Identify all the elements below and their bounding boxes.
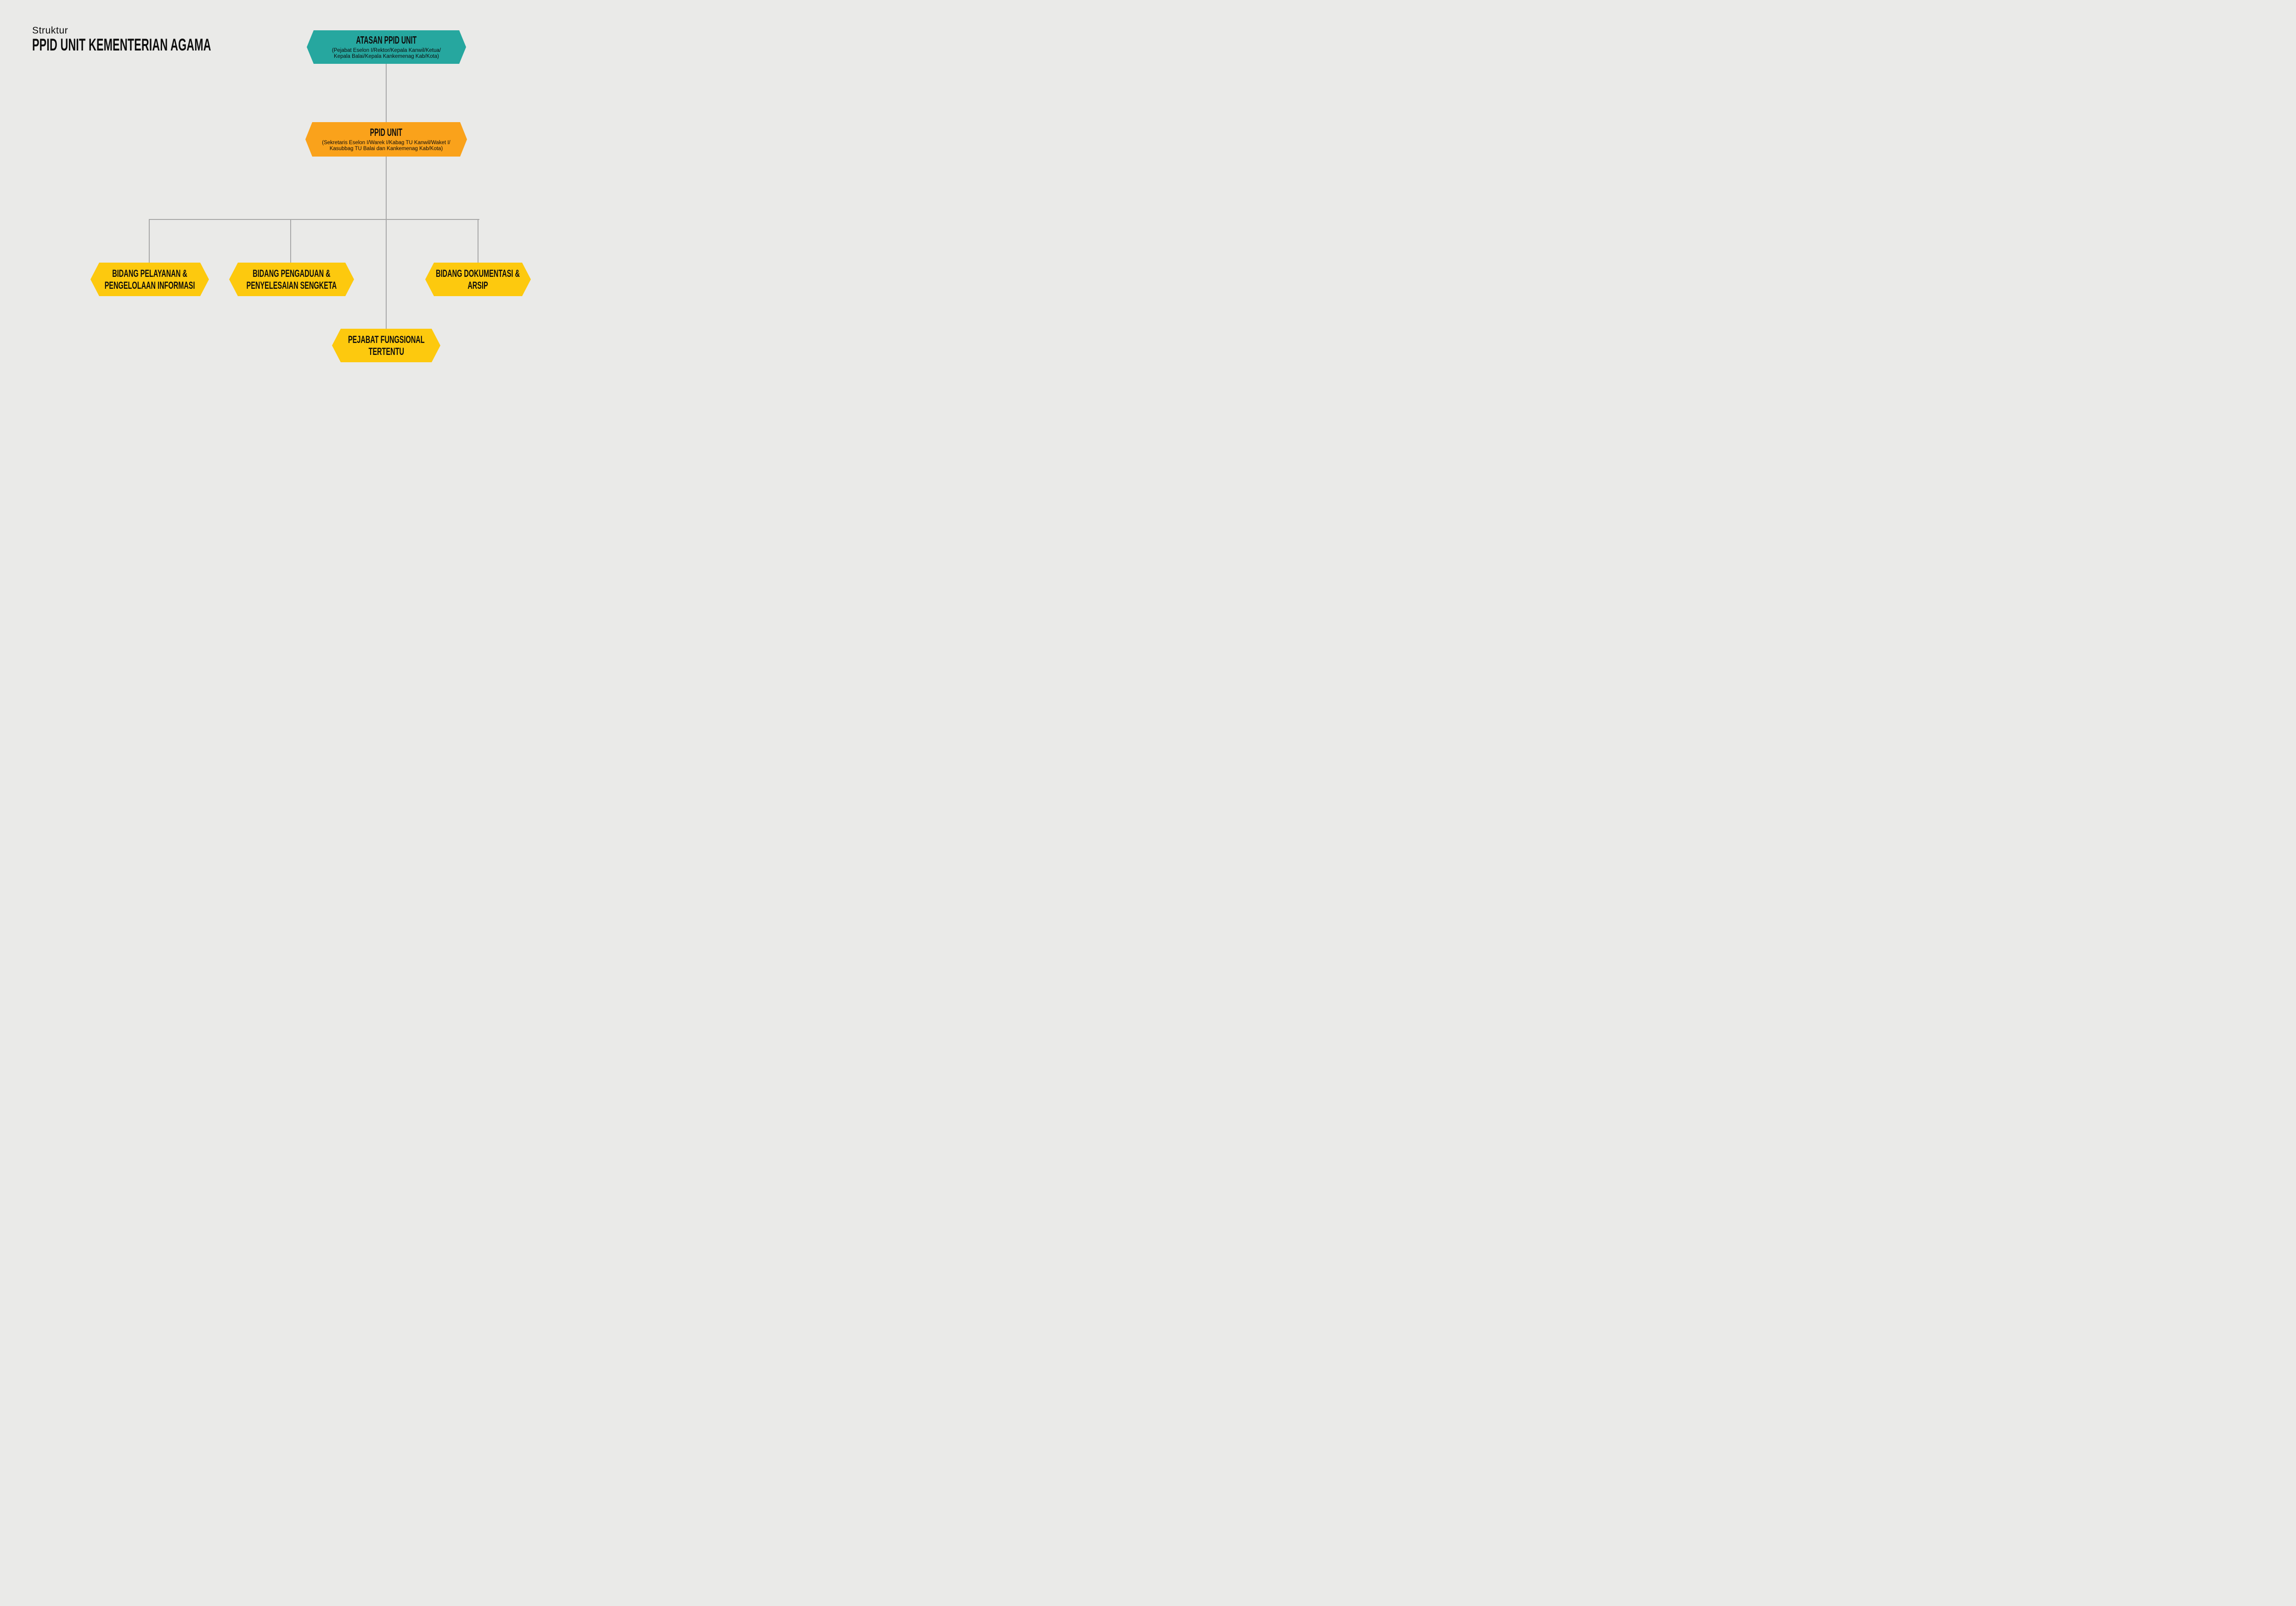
page-title-text: PPID UNIT KEMENTERIAN AGAMA	[32, 35, 211, 54]
org-chart: Struktur PPID UNIT KEMENTERIAN AGAMA ATA…	[0, 0, 694, 402]
node-bidang-pelayanan: BIDANG PELAYANAN & PENGELOLAAN INFORMASI	[90, 263, 209, 296]
node-bidang-pelayanan-line1: BIDANG PELAYANAN &	[112, 268, 187, 280]
node-bidang-dokumentasi: BIDANG DOKUMENTASI & ARSIP	[425, 263, 531, 296]
node-bidang-pengaduan-line1: BIDANG PENGADUAN &	[253, 268, 331, 280]
eyebrow-label: Struktur	[32, 25, 68, 36]
node-ppid-unit: PPID UNIT (Sekretaris Eselon I/Warek I/K…	[305, 122, 467, 157]
node-atasan-subtitle: (Pejabat Eselon I/Rektor/Kepala Kanwil/K…	[332, 48, 441, 60]
node-ppid-title: PPID UNIT	[370, 126, 403, 138]
node-ppid-subtitle: (Sekretaris Eselon I/Warek I/Kabag TU Ka…	[322, 140, 450, 152]
node-bidang-pelayanan-label: BIDANG PELAYANAN & PENGELOLAAN INFORMASI	[105, 268, 195, 291]
node-pejabat-fungsional-line2: TERTENTU	[368, 345, 404, 357]
node-atasan-subtitle-line2: Kepala Balai/Kepala Kankemenag Kab/Kota)	[334, 54, 439, 60]
node-bidang-dokumentasi-label: BIDANG DOKUMENTASI & ARSIP	[436, 268, 520, 291]
connector-drop-bidang-pelayanan	[149, 219, 150, 263]
node-bidang-dokumentasi-line2: ARSIP	[467, 279, 489, 291]
node-ppid-subtitle-line1: (Sekretaris Eselon I/Warek I/Kabag TU Ka…	[322, 140, 450, 146]
node-bidang-pelayanan-line2: PENGELOLAAN INFORMASI	[104, 279, 195, 291]
connector-branch-horizontal	[149, 219, 479, 220]
node-pejabat-fungsional-label: PEJABAT FUNGSIONAL TERTENTU	[348, 334, 425, 357]
node-pejabat-fungsional: PEJABAT FUNGSIONAL TERTENTU	[332, 329, 440, 362]
node-bidang-pengaduan-line2: PENYELESAIAN SENGKETA	[246, 279, 337, 291]
node-atasan-title: ATASAN PPID UNIT	[356, 34, 417, 46]
connector-root-to-ppid	[386, 64, 387, 122]
connector-drop-bidang-pengaduan	[290, 219, 291, 263]
node-atasan-ppid-unit: ATASAN PPID UNIT (Pejabat Eselon I/Rekto…	[307, 30, 466, 64]
node-atasan-subtitle-line1: (Pejabat Eselon I/Rektor/Kepala Kanwil/K…	[332, 47, 441, 53]
node-ppid-subtitle-line2: Kasubbag TU Balai dan Kankemenag Kab/Kot…	[329, 146, 443, 152]
connector-ppid-to-fungsional	[386, 157, 387, 329]
node-bidang-dokumentasi-line1: BIDANG DOKUMENTASI &	[436, 268, 520, 280]
node-bidang-pengaduan: BIDANG PENGADUAN & PENYELESAIAN SENGKETA	[229, 263, 354, 296]
node-pejabat-fungsional-line1: PEJABAT FUNGSIONAL	[348, 334, 425, 346]
node-bidang-pengaduan-label: BIDANG PENGADUAN & PENYELESAIAN SENGKETA	[247, 268, 337, 291]
page-title: PPID UNIT KEMENTERIAN AGAMA	[32, 35, 316, 55]
